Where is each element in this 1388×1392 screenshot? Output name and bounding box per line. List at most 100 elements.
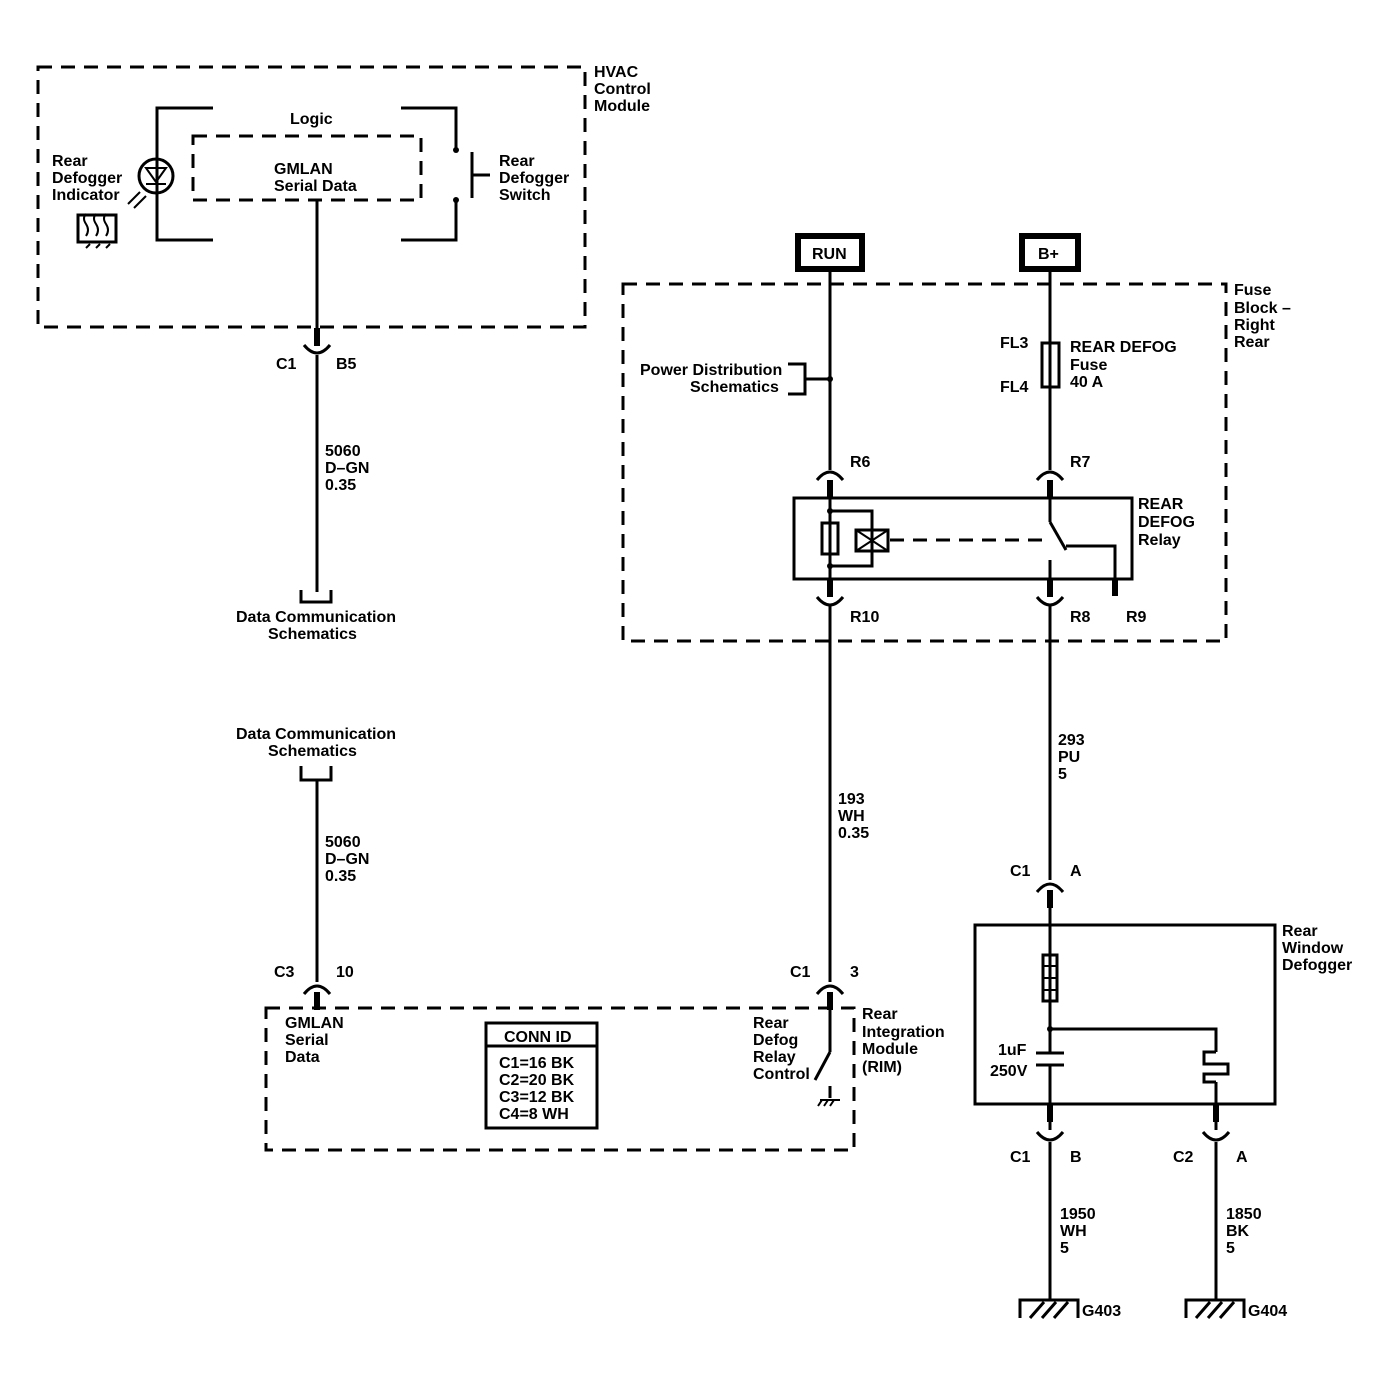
wire-5060-top-label3: 0.35 xyxy=(325,477,356,494)
connector-c1-a-top: C1 A xyxy=(1010,863,1082,908)
r9-label: R9 xyxy=(1126,609,1147,626)
wire-1950-label2: WH xyxy=(1060,1223,1087,1240)
fuse-block-title2: Block – xyxy=(1234,300,1291,317)
pin-label: B xyxy=(1070,1149,1082,1166)
antenna-coil-icon xyxy=(1202,1050,1230,1084)
connector-c1-b-bottom: C1 B xyxy=(1010,1104,1082,1166)
fuse-block-title3: Right xyxy=(1234,317,1276,334)
rim-title-line1: Rear xyxy=(862,1006,898,1023)
pds-line2: Schematics xyxy=(690,379,779,396)
wire-293-label2: PU xyxy=(1058,749,1080,766)
gmlan-label-line2: Serial Data xyxy=(274,178,357,195)
relay-control-line4: Control xyxy=(753,1066,810,1083)
wire-5060-top-label1: 5060 xyxy=(325,443,361,460)
relay-control-line3: Relay xyxy=(753,1049,796,1066)
switch-label-line1: Rear xyxy=(499,153,535,170)
switch-label-line2: Defogger xyxy=(499,170,569,187)
wire-5060-mid-label2: D–GN xyxy=(325,851,369,868)
defogger-title2: Window xyxy=(1282,940,1344,957)
conn-id-table: CONN ID C1=16 BK C2=20 BK C3=12 BK C4=8 … xyxy=(484,1021,599,1130)
connector-c1-3: C1 3 xyxy=(790,964,859,1010)
relay-control-switch-icon xyxy=(813,1008,840,1107)
wire-5060-top-label2: D–GN xyxy=(325,460,369,477)
connector-c1-b5: C1 B5 xyxy=(276,328,357,373)
rim-boundary xyxy=(264,1006,856,1152)
rim-serial-line2: Serial xyxy=(285,1032,329,1049)
defogger-title3: Defogger xyxy=(1282,957,1352,974)
pin-label: R7 xyxy=(1070,454,1091,471)
hvac-title-line3: Module xyxy=(594,98,650,115)
conn-id-row: C4=8 WH xyxy=(499,1106,569,1123)
logic-label: Logic xyxy=(290,111,333,128)
cap-label1: 1uF xyxy=(998,1042,1027,1059)
rear-defog-relay: REAR DEFOG Relay xyxy=(792,496,1195,596)
connector-r8: R8 xyxy=(1035,579,1091,626)
wire-193-label2: WH xyxy=(838,808,865,825)
ground-g403-icon xyxy=(1018,1298,1080,1319)
indicator-label-line3: Indicator xyxy=(52,187,120,204)
connector-r6: R6 xyxy=(815,454,871,498)
relay-coil-icon xyxy=(854,528,890,553)
dcs-bracket-top xyxy=(299,590,333,604)
conn-id-row: C3=12 BK xyxy=(499,1089,575,1106)
defogger-title1: Rear xyxy=(1282,923,1318,940)
pin-label: B5 xyxy=(336,356,357,373)
switch-icon xyxy=(453,147,490,203)
dcs-top-line1: Data Communication xyxy=(236,609,396,626)
fuse-block-title1: Fuse xyxy=(1234,282,1271,299)
bplus-power-source: B+ xyxy=(1019,233,1081,272)
dcs-bracket-bottom xyxy=(299,766,333,782)
connector-c3-10: C3 10 xyxy=(274,964,354,1010)
logic-box xyxy=(191,134,423,202)
dcs-bottom-line2: Schematics xyxy=(268,743,357,760)
rim-serial-line1: GMLAN xyxy=(285,1015,344,1032)
rear-integration-module: GMLAN Serial Data CONN ID C1=16 BK C2=20… xyxy=(264,1006,945,1152)
fuse-block-right-rear: Fuse Block – Right Rear Power Distributi… xyxy=(621,269,1291,643)
pin-label: A xyxy=(1070,863,1082,880)
antenna-branch xyxy=(1050,1027,1218,1052)
contact-no xyxy=(1066,544,1117,590)
conn-id-row: C1=16 BK xyxy=(499,1055,575,1072)
pds-line1: Power Distribution xyxy=(640,362,782,379)
wire-193-label1: 193 xyxy=(838,791,865,808)
connector-r10: R10 xyxy=(815,579,879,626)
fuse-block-title4: Rear xyxy=(1234,334,1270,351)
fl3-label: FL3 xyxy=(1000,335,1029,352)
hvac-title-line2: Control xyxy=(594,81,651,98)
ground-g404-label: G404 xyxy=(1248,1303,1287,1320)
cap-label2: 250V xyxy=(990,1063,1028,1080)
connector-label: C1 xyxy=(1010,1149,1031,1166)
coil-loop xyxy=(830,509,874,568)
rim-title-line2: Integration xyxy=(862,1024,945,1041)
conn-id-row: C2=20 BK xyxy=(499,1072,575,1089)
hvac-module-boundary xyxy=(36,65,587,329)
connector-label: C1 xyxy=(1010,863,1031,880)
fuse-name-line1: REAR DEFOG xyxy=(1070,339,1177,356)
capacitor-icon xyxy=(1036,1051,1064,1067)
led-icon xyxy=(127,157,175,209)
run-power-source: RUN xyxy=(795,233,865,272)
wire-293-label1: 293 xyxy=(1058,732,1085,749)
rim-title-line4: (RIM) xyxy=(862,1059,902,1076)
relay-box xyxy=(792,496,1134,581)
pin-label: A xyxy=(1236,1149,1248,1166)
pin-label: 3 xyxy=(850,964,859,981)
wire-1950-label3: 5 xyxy=(1060,1240,1069,1257)
resistor-icon xyxy=(820,521,840,556)
indicator-label-line2: Defogger xyxy=(52,170,122,187)
wire-193-label3: 0.35 xyxy=(838,825,869,842)
run-label: RUN xyxy=(812,246,847,263)
wire-293-label3: 5 xyxy=(1058,766,1067,783)
wire-1850-label2: BK xyxy=(1226,1223,1250,1240)
fuse-block-boundary xyxy=(621,282,1228,643)
ground-g404-icon xyxy=(1184,1298,1246,1319)
switch-frame-bottom xyxy=(401,200,458,242)
pin-label: R10 xyxy=(850,609,879,626)
dcs-top-line2: Schematics xyxy=(268,626,357,643)
connector-label: C1 xyxy=(276,356,297,373)
relay-label-line1: REAR xyxy=(1138,496,1184,513)
hvac-title-line1: HVAC xyxy=(594,64,639,81)
fuse-name-line3: 40 A xyxy=(1070,374,1104,391)
ground-g403-label: G403 xyxy=(1082,1303,1121,1320)
pin-label: R6 xyxy=(850,454,871,471)
